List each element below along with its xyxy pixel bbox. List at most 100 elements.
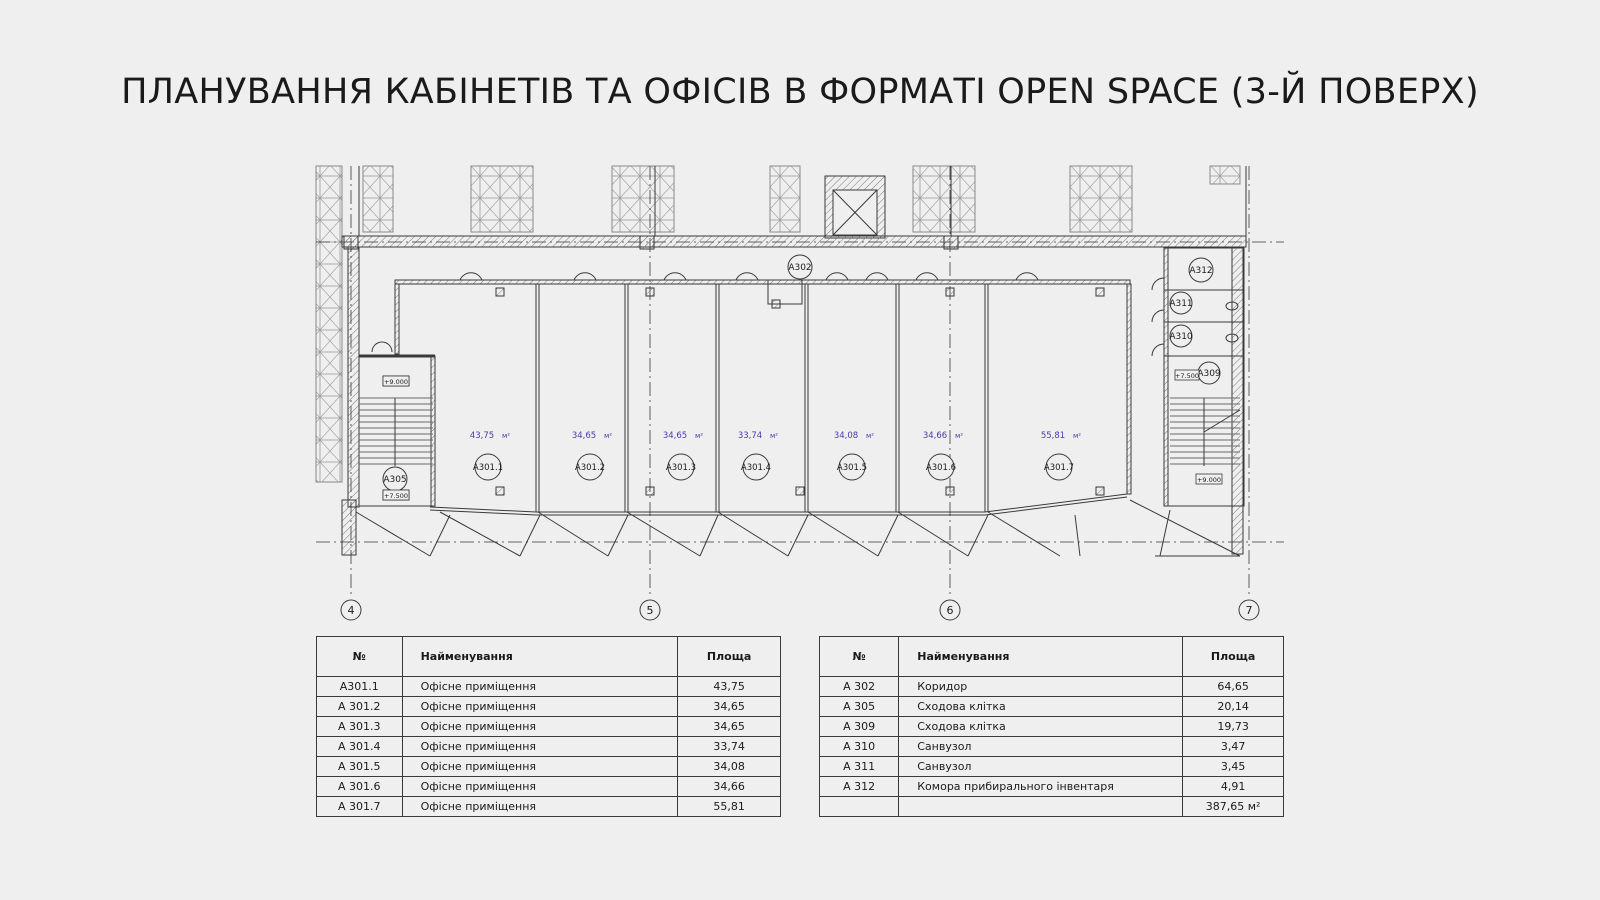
room-tag: A301.5	[837, 463, 867, 473]
tag-a302: A302	[788, 263, 811, 273]
room-name: Сходова клітка	[898, 696, 1184, 717]
room-area: 34,65	[677, 696, 781, 717]
tag-a311: A311	[1169, 299, 1192, 309]
room-area: 387,65 м²	[1182, 796, 1284, 817]
header-no: №	[316, 636, 403, 677]
room-tag-circle	[576, 453, 604, 481]
room-name: Офісне приміщення	[401, 796, 679, 817]
header-name: Найменування	[898, 636, 1184, 677]
room-number	[818, 796, 900, 817]
room-name: Санвузол	[898, 756, 1184, 777]
stair-a309	[1151, 247, 1245, 507]
level-mark: +7.500	[1175, 372, 1199, 380]
room-area-label: 34,66	[923, 431, 947, 441]
room-area: 64,65	[1182, 676, 1284, 697]
axis-label-5: 5	[647, 604, 654, 617]
room-tag-circle	[1045, 453, 1073, 481]
room-tag-circle	[667, 453, 695, 481]
room-tag: A301.3	[666, 463, 696, 473]
axis-label-7: 7	[1246, 604, 1253, 617]
room-area-unit: м²	[770, 432, 778, 440]
room-area: 19,73	[1182, 716, 1284, 737]
tag-a312: A312	[1189, 266, 1212, 276]
room-number: А 301.7	[316, 796, 403, 817]
header-no: №	[818, 636, 900, 677]
room-number: А 301.2	[316, 696, 403, 717]
room-area-unit: м²	[604, 432, 612, 440]
room-number: А 301.4	[316, 736, 403, 757]
outer-walls	[341, 235, 1247, 556]
room-tag-circle	[474, 453, 502, 481]
room-number: А 309	[818, 716, 900, 737]
axis-markers	[340, 599, 1260, 621]
axis-label-4: 4	[348, 604, 355, 617]
room-number: А301.1	[316, 676, 403, 697]
facade-windows	[315, 165, 1241, 483]
room-tag-circle	[927, 453, 955, 481]
room-name: Офісне приміщення	[401, 756, 679, 777]
room-number: А 311	[818, 756, 900, 777]
header-area: Площа	[677, 636, 781, 677]
room-name: Офісне приміщення	[401, 716, 679, 737]
room-area-label: 33,74	[738, 431, 762, 441]
room-name: Офісне приміщення	[401, 696, 679, 717]
room-name: Коридор	[898, 676, 1184, 697]
room-area: 34,08	[677, 756, 781, 777]
axis-label-6: 6	[947, 604, 954, 617]
room-name: Офісне приміщення	[401, 676, 679, 697]
room-area: 3,45	[1182, 756, 1284, 777]
room-tag: A301.4	[741, 463, 771, 473]
header-area: Площа	[1182, 636, 1284, 677]
room-area: 55,81	[677, 796, 781, 817]
room-area-unit: м²	[955, 432, 963, 440]
room-area: 3,47	[1182, 736, 1284, 757]
room-name: Комора прибирального інвентаря	[898, 776, 1184, 797]
room-number: А 301.3	[316, 716, 403, 737]
room-number: А 302	[818, 676, 900, 697]
room-area: 43,75	[677, 676, 781, 697]
room-area-unit: м²	[502, 432, 510, 440]
room-area-unit: м²	[695, 432, 703, 440]
ducts	[343, 235, 1105, 496]
room-number: А 310	[818, 736, 900, 757]
room-area: 34,66	[677, 776, 781, 797]
room-name: Офісне приміщення	[401, 736, 679, 757]
room-name: Офісне приміщення	[401, 776, 679, 797]
room-area-label: 34,65	[663, 431, 687, 441]
room-tag-circle	[742, 453, 770, 481]
room-tag-circle	[838, 453, 866, 481]
room-number: А 312	[818, 776, 900, 797]
room-area-unit: м²	[1073, 432, 1081, 440]
room-number: А 301.6	[316, 776, 403, 797]
room-number: А 305	[818, 696, 900, 717]
tag-a309: A309	[1197, 369, 1221, 379]
room-area-label: 34,08	[834, 431, 858, 441]
room-tag: A301.6	[926, 463, 956, 473]
office-partitions	[355, 279, 1241, 557]
room-area-label: 55,81	[1041, 431, 1065, 441]
room-number: А 301.5	[316, 756, 403, 777]
room-area: 34,65	[677, 716, 781, 737]
room-area-label: 34,65	[572, 431, 596, 441]
page-title: ПЛАНУВАННЯ КАБІНЕТІВ ТА ОФІСІВ В ФОРМАТІ…	[121, 72, 1479, 112]
room-name: Сходова клітка	[898, 716, 1184, 737]
tag-a305: A305	[383, 475, 406, 485]
room-area: 4,91	[1182, 776, 1284, 797]
tag-a310: A310	[1169, 332, 1193, 342]
corridor-doors	[371, 272, 1039, 353]
level-mark: +9.000	[384, 378, 408, 386]
